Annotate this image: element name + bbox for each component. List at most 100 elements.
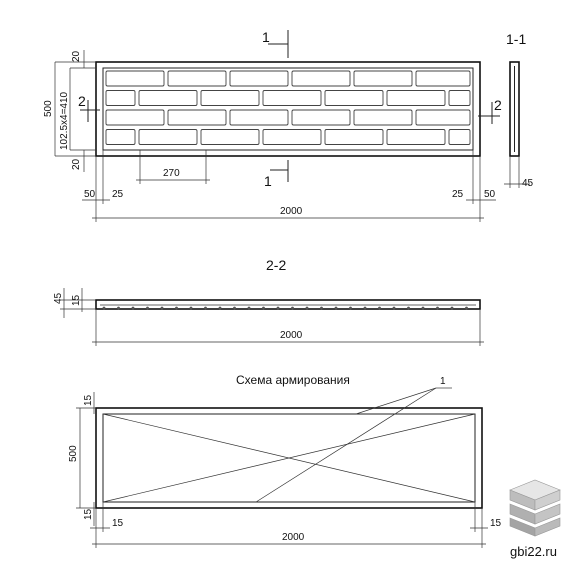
rib-mark xyxy=(160,306,164,310)
reinforcement-outline xyxy=(95,407,483,509)
left-dimensions: 500 102.5x4=410 20 20 xyxy=(43,50,96,172)
section-mark-label: 1 xyxy=(264,173,272,189)
section-2-2-ribs xyxy=(102,306,468,310)
brick xyxy=(448,129,471,145)
section-mark-label: 1 xyxy=(262,29,270,45)
panel-inner-frame xyxy=(102,67,474,151)
rib-mark xyxy=(436,306,439,310)
brick xyxy=(138,129,198,145)
reinforcement-title: Схема армирования xyxy=(236,373,350,387)
brick xyxy=(448,90,471,106)
brick xyxy=(291,70,351,87)
rib-mark xyxy=(407,306,410,310)
rib-mark xyxy=(465,306,468,310)
rib-mark xyxy=(262,306,265,310)
dim-right-25: 25 xyxy=(452,189,464,200)
brick xyxy=(324,129,384,145)
diagonal-bar-2 xyxy=(102,413,476,503)
dim-bottom-edge-top: 15 xyxy=(83,394,94,406)
brick xyxy=(105,129,136,145)
dim-edge-top: 20 xyxy=(71,50,82,62)
dim-mid-face: 15 xyxy=(71,294,82,306)
rib-mark xyxy=(233,306,236,310)
rib-mark xyxy=(378,306,381,310)
brick xyxy=(229,70,289,87)
brick xyxy=(200,129,260,145)
brick xyxy=(415,109,471,126)
rib-mark xyxy=(363,306,367,310)
dim-length: 2000 xyxy=(280,206,303,217)
dim-mid-thickness: 45 xyxy=(53,292,64,304)
section-1-1: 1-1 45 xyxy=(504,31,534,189)
dim-section-thickness: 45 xyxy=(522,178,534,189)
dim-left-50: 50 xyxy=(84,189,96,200)
brick xyxy=(386,129,446,145)
dim-bottom-height: 500 xyxy=(68,445,79,462)
reinforcement-scheme: Схема армирования 1 500 15 15 15 15 2000 xyxy=(68,373,502,548)
panel-outline xyxy=(95,61,481,157)
section-mark-1-top: 1 xyxy=(262,29,289,58)
section-mark-1-bottom: 1 xyxy=(264,160,289,189)
dim-right-50: 50 xyxy=(484,189,496,200)
rib-mark xyxy=(305,306,309,310)
brick xyxy=(353,109,413,126)
brick xyxy=(415,70,471,87)
brick xyxy=(262,129,322,145)
rib-mark xyxy=(146,306,149,310)
section-2-2: 2-2 45 15 2000 xyxy=(53,257,484,346)
brick xyxy=(167,70,227,87)
callout-1: 1 xyxy=(440,376,446,387)
rib-mark xyxy=(334,306,338,310)
brick xyxy=(229,109,289,126)
dim-bottom-edge-bottom: 15 xyxy=(83,508,94,520)
brick-pattern xyxy=(105,70,471,145)
dim-left-25: 25 xyxy=(112,189,124,200)
brick xyxy=(200,90,260,106)
section-2-2-outline xyxy=(95,299,481,310)
stacked-slabs-icon xyxy=(509,479,561,537)
section-mark-2-left: 2 xyxy=(78,93,100,122)
rib-mark xyxy=(320,306,323,310)
brick xyxy=(353,70,413,87)
reinforcement-cage xyxy=(102,413,476,503)
watermark-site: gbi22.ru xyxy=(510,544,557,559)
dim-left-cover: 15 xyxy=(112,518,124,529)
dim-right-cover: 15 xyxy=(490,518,502,529)
section-mark-label: 2 xyxy=(494,97,502,113)
rib-mark xyxy=(102,306,106,310)
brick xyxy=(262,90,322,106)
rib-mark xyxy=(189,306,193,310)
dim-height: 500 xyxy=(43,100,54,117)
section-1-1-title: 1-1 xyxy=(506,31,526,47)
rib-mark xyxy=(349,306,352,310)
brick xyxy=(291,109,351,126)
brick xyxy=(138,90,198,106)
section-1-1-outline xyxy=(509,61,520,157)
rib-mark xyxy=(450,306,454,310)
section-mark-2-right: 2 xyxy=(478,97,502,124)
rib-mark xyxy=(131,306,135,310)
dim-edge-bottom: 20 xyxy=(71,158,82,170)
brick-dimension: 270 xyxy=(136,150,210,184)
section-mark-label: 2 xyxy=(78,93,86,109)
dim-mid-length: 2000 xyxy=(280,330,303,341)
rib-mark xyxy=(421,306,425,310)
rib-mark xyxy=(175,306,178,310)
dim-brick: 270 xyxy=(163,168,180,179)
brick xyxy=(167,109,227,126)
dim-bottom-length: 2000 xyxy=(282,532,305,543)
section-2-2-title: 2-2 xyxy=(266,257,286,273)
rib-mark xyxy=(276,306,280,310)
rib-mark xyxy=(291,306,294,310)
brick xyxy=(105,90,136,106)
brick xyxy=(105,109,165,126)
front-view xyxy=(95,61,481,157)
rib-mark xyxy=(218,306,222,310)
dim-inner-height: 102.5x4=410 xyxy=(59,91,70,150)
top-length-dimensions: 50 25 25 50 2000 xyxy=(82,150,496,222)
brick xyxy=(324,90,384,106)
rib-mark xyxy=(247,306,251,310)
brick xyxy=(386,90,446,106)
rib-mark xyxy=(392,306,396,310)
rib-mark xyxy=(117,306,120,310)
